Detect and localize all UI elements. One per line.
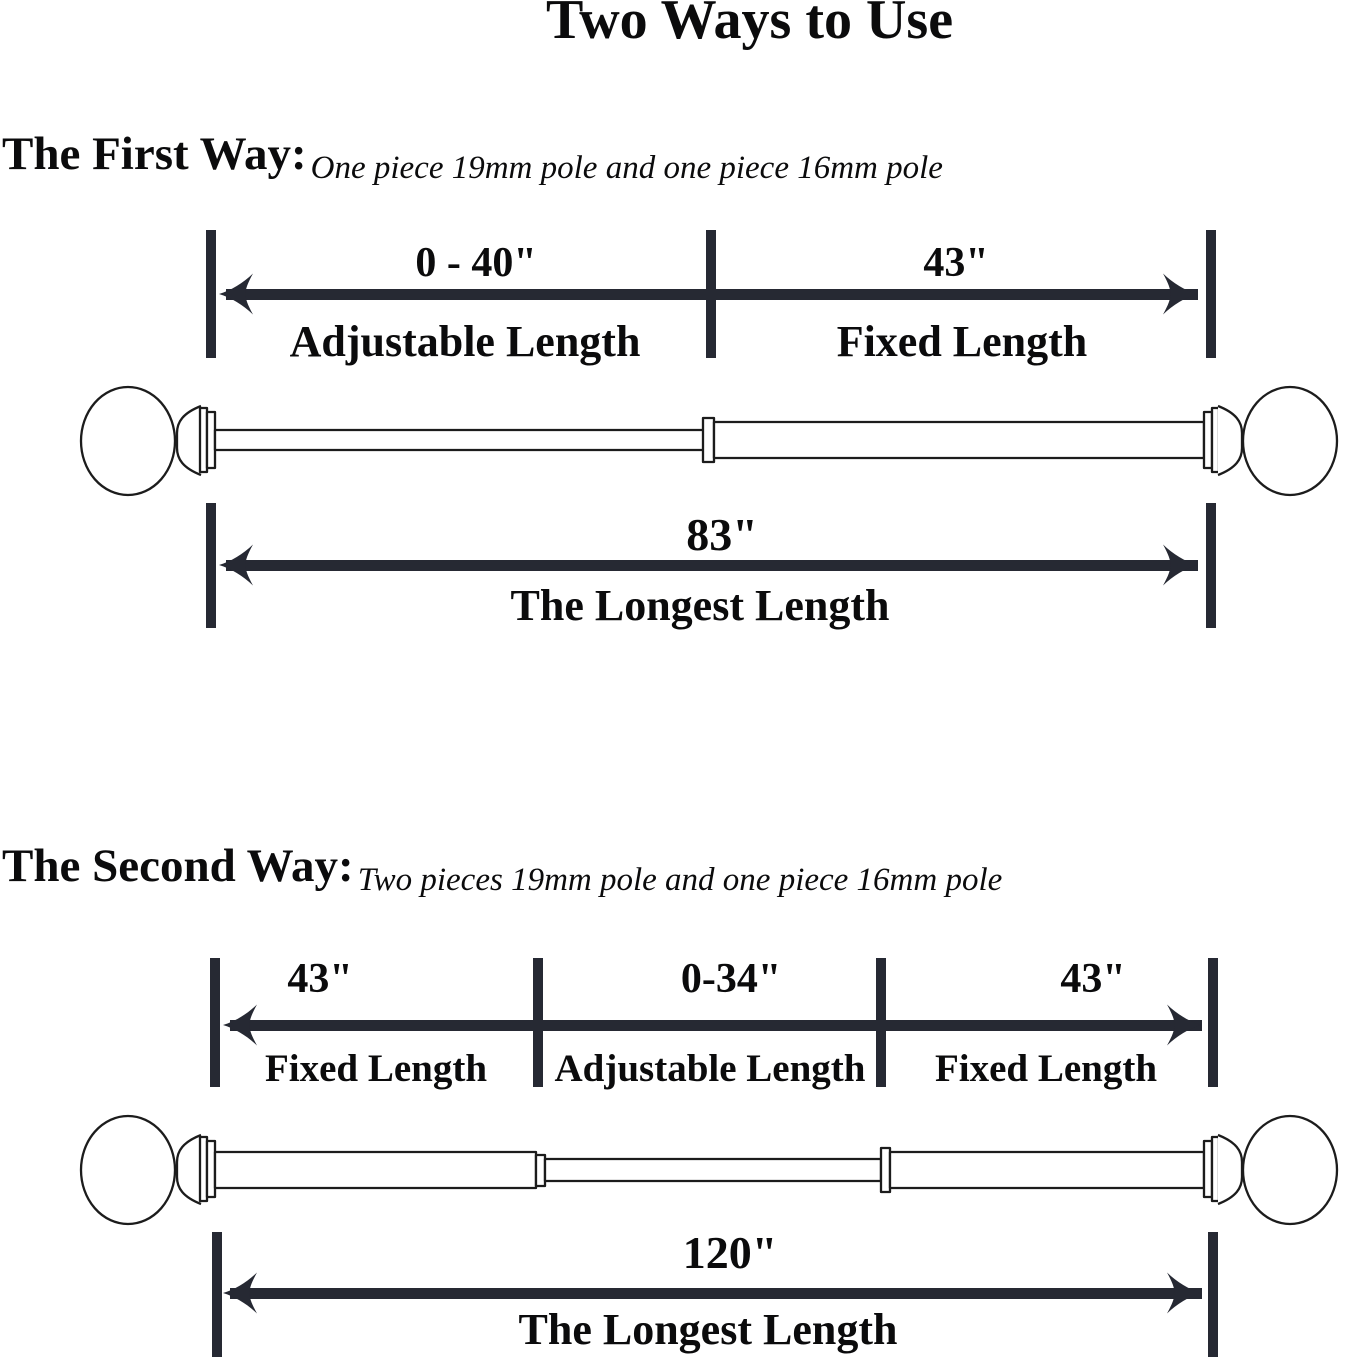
dimension-tick — [206, 503, 216, 628]
finial-neck-left — [175, 1133, 202, 1206]
dimension-tick — [206, 230, 216, 358]
right-arrowhead-icon — [1163, 544, 1197, 586]
right-arrowhead-icon — [1163, 273, 1197, 315]
segment-value: 0 - 40" — [415, 240, 537, 286]
total-length-value: 83" — [686, 509, 758, 560]
dimension-shaft — [230, 1288, 1202, 1299]
connector-ring — [701, 416, 716, 464]
second-way-heading-row: The Second Way: Two pieces 19mm pole and… — [2, 840, 1002, 897]
dimension-shaft — [226, 289, 1198, 300]
finial-neck-right — [1217, 1133, 1244, 1206]
finial-collar-right — [1202, 410, 1214, 470]
pole-19mm-fixed-left — [213, 1150, 538, 1190]
ball-finial-right — [1241, 1114, 1339, 1226]
left-arrowhead-icon — [223, 1272, 257, 1314]
right-arrowhead-icon — [1167, 1272, 1201, 1314]
first-way-dimension-row: 0 - 40" 43" Adjustable Length Fixed Leng… — [0, 228, 1346, 373]
finial-collar-left — [205, 1139, 217, 1199]
finial-collar-right — [1202, 1139, 1214, 1199]
curtain-rod-illustration-second-way — [79, 1114, 1339, 1226]
first-way-subtitle: One piece 19mm pole and one piece 16mm p… — [310, 150, 943, 186]
first-way-heading: The First Way: — [2, 128, 307, 180]
finial-neck-left — [175, 404, 202, 477]
segment-label: Adjustable Length — [554, 1047, 866, 1090]
finial-neck-right — [1217, 404, 1244, 477]
dimension-tick — [212, 1232, 222, 1357]
dimension-tick — [1206, 230, 1216, 358]
segment-label: Fixed Length — [934, 1047, 1158, 1090]
segment-value: 43" — [923, 240, 989, 286]
segment-value: 43" — [1060, 956, 1126, 1002]
segment-value: 0-34" — [680, 956, 782, 1002]
first-way-heading-row: The First Way: One piece 19mm pole and o… — [2, 128, 943, 185]
dimension-tick — [1206, 503, 1216, 628]
pole-19mm-fixed — [712, 420, 1206, 460]
dimension-tick — [1208, 958, 1218, 1087]
ball-finial-right — [1241, 385, 1339, 497]
pole-16mm-adjustable — [543, 1157, 883, 1183]
curtain-rod-illustration-first-way — [79, 385, 1339, 497]
connector-ring — [879, 1146, 892, 1194]
left-arrowhead-icon — [219, 273, 253, 315]
second-way-subtitle: Two pieces 19mm pole and one piece 16mm … — [357, 862, 1003, 898]
total-length-label: The Longest Length — [510, 581, 890, 630]
total-length-label: The Longest Length — [518, 1305, 898, 1354]
total-length-value: 120" — [682, 1227, 778, 1278]
left-arrowhead-icon — [223, 1004, 257, 1046]
page-title: Two Ways to Use — [546, 0, 954, 51]
dimension-tick — [1208, 1232, 1218, 1357]
pole-19mm-fixed-right — [888, 1150, 1206, 1190]
segment-value: 43" — [287, 956, 353, 1002]
finial-collar-left — [205, 410, 217, 470]
segment-label: Fixed Length — [264, 1047, 488, 1090]
first-way-total-length-row: 83" The Longest Length — [0, 500, 1346, 650]
segment-label: Fixed Length — [836, 317, 1088, 366]
right-arrowhead-icon — [1167, 1004, 1201, 1046]
dimension-tick — [210, 958, 220, 1087]
left-arrowhead-icon — [219, 544, 253, 586]
ball-finial-left — [79, 1114, 177, 1226]
second-way-heading: The Second Way: — [2, 840, 354, 892]
finial-collar-right — [1210, 1135, 1221, 1203]
finial-collar-right — [1210, 406, 1221, 474]
pole-16mm-adjustable — [213, 428, 706, 452]
segment-label: Adjustable Length — [289, 317, 641, 366]
second-way-total-length-row: 120" The Longest Length — [0, 1228, 1346, 1362]
second-way-dimension-row: 43" 0-34" 43" Fixed Length Adjustable Le… — [0, 955, 1346, 1100]
connector-ring — [534, 1153, 547, 1188]
dimension-shaft — [226, 560, 1198, 571]
dimension-shaft — [230, 1020, 1202, 1031]
ball-finial-left — [79, 385, 177, 497]
